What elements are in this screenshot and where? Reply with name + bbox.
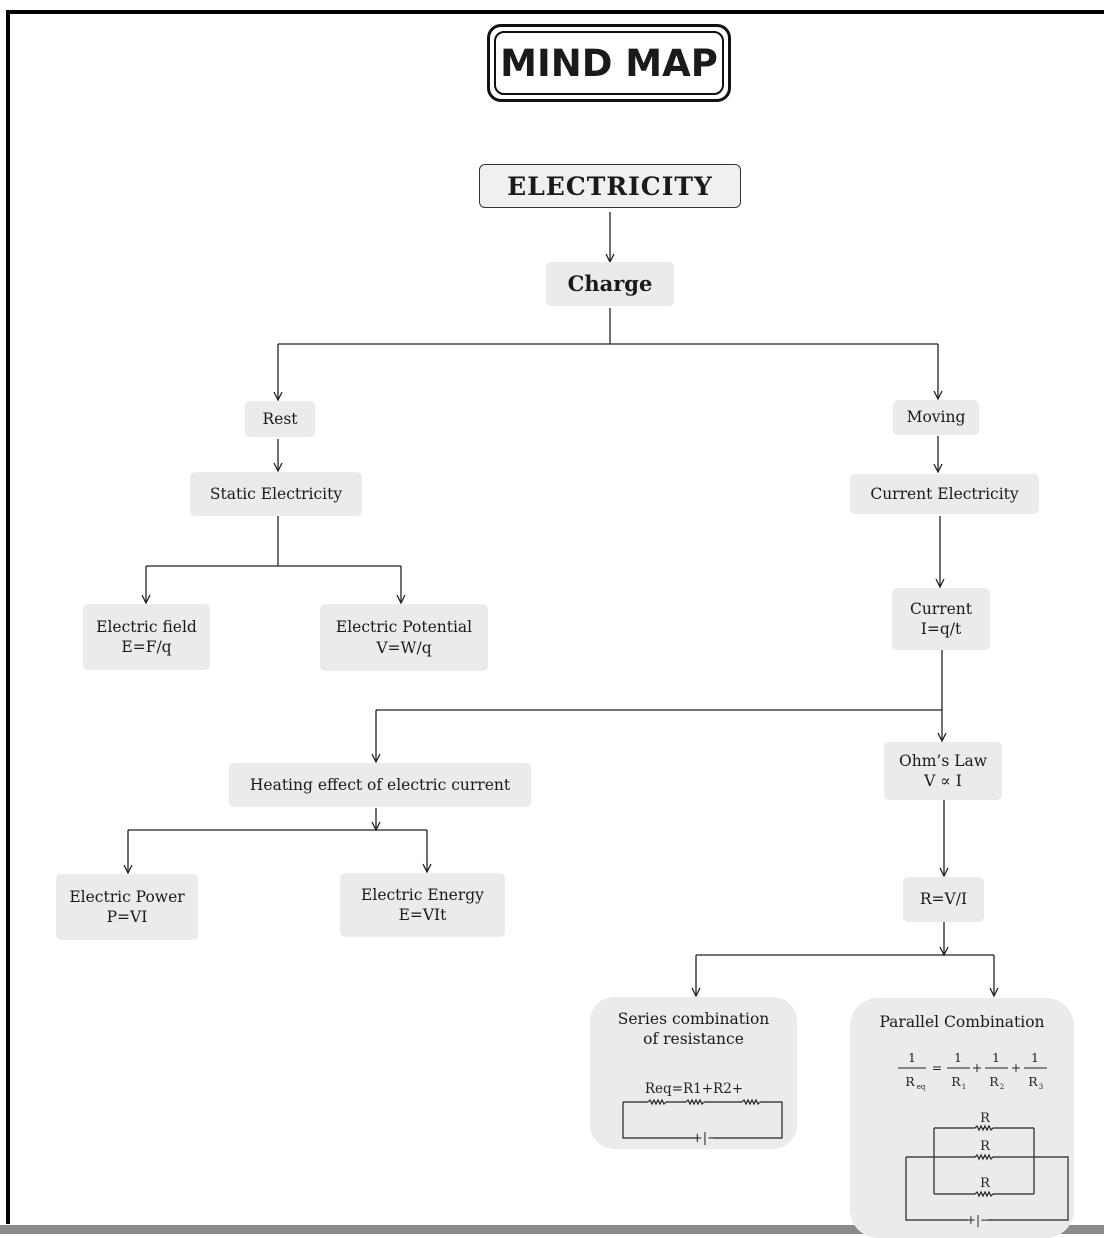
series-formula: Req=R1+R2+ — [645, 1081, 743, 1097]
frame-top-border — [6, 10, 1104, 14]
current-label: Current — [909, 599, 973, 618]
current-formula: I=q/t — [920, 620, 962, 638]
svg-text:R: R — [905, 1074, 915, 1089]
frame-left-border — [6, 10, 10, 1224]
ohms-law-formula: V ∝ I — [924, 772, 962, 790]
svg-text:1: 1 — [962, 1083, 966, 1091]
electric-energy-formula: E=VIt — [398, 906, 447, 924]
series-combination-node: Series combination of resistance — [590, 997, 797, 1149]
series-title-line1: Series combination — [617, 1010, 770, 1028]
electric-field-label: Electric field — [96, 617, 197, 636]
ohms-law-node: Ohm’s Law V ∝ I — [884, 742, 1002, 800]
electric-energy-node: Electric Energy E=VIt — [340, 873, 505, 937]
electric-field-formula: E=F/q — [121, 638, 172, 656]
electric-power-label: Electric Power — [69, 887, 185, 906]
svg-text:R: R — [989, 1074, 999, 1089]
svg-text:=: = — [932, 1060, 942, 1075]
svg-text:+: + — [972, 1060, 982, 1075]
svg-text:1: 1 — [992, 1050, 1000, 1065]
charge-node: Charge — [546, 262, 674, 306]
svg-text:1: 1 — [954, 1050, 962, 1065]
parallel-resistor-3-label: R — [980, 1176, 991, 1191]
frame-bottom-bar — [0, 1225, 1104, 1234]
static-electricity-node: Static Electricity — [190, 472, 362, 516]
electric-potential-formula: V=W/q — [376, 638, 432, 657]
svg-text:3: 3 — [1039, 1083, 1043, 1091]
electric-potential-label: Electric Potential — [335, 618, 473, 637]
current-node: Current I=q/t — [892, 588, 990, 650]
parallel-combination-node: Parallel Combination — [850, 998, 1074, 1238]
resistance-formula-node: R=V/I — [903, 877, 984, 922]
svg-text:eq: eq — [917, 1083, 926, 1091]
svg-text:R: R — [951, 1074, 961, 1089]
svg-text:+: + — [1011, 1060, 1021, 1075]
electric-field-node: Electric field E=F/q — [83, 604, 210, 670]
parallel-battery-label: +|− — [966, 1213, 990, 1227]
parallel-resistor-2-label: R — [980, 1139, 991, 1154]
parallel-resistor-1-label: R — [980, 1111, 991, 1126]
mind-map-title: MIND MAP — [494, 31, 724, 95]
svg-text:R: R — [1028, 1074, 1038, 1089]
electric-energy-label: Electric Energy — [361, 885, 484, 904]
series-circuit: Req=R1+R2+ +|− — [622, 1081, 783, 1146]
electric-potential-node: Electric Potential V=W/q — [320, 604, 488, 671]
electric-power-node: Electric Power P=VI — [56, 874, 198, 940]
electricity-root-node: ELECTRICITY — [479, 164, 741, 208]
electric-power-formula: P=VI — [106, 908, 148, 926]
mind-map-title-box: MIND MAP — [487, 24, 731, 102]
ohms-law-label: Ohm’s Law — [899, 751, 987, 770]
series-title-line2: of resistance — [643, 1030, 744, 1049]
current-electricity-node: Current Electricity — [850, 474, 1039, 514]
svg-text:1: 1 — [908, 1050, 916, 1065]
svg-text:2: 2 — [1000, 1083, 1004, 1091]
rest-node: Rest — [245, 401, 315, 437]
heating-effect-node: Heating effect of electric current — [229, 763, 531, 807]
parallel-title: Parallel Combination — [879, 1013, 1045, 1031]
parallel-circuit: R R R +|− — [905, 1111, 1069, 1227]
svg-text:1: 1 — [1031, 1050, 1039, 1065]
series-battery-label: +|− — [692, 1131, 718, 1146]
moving-node: Moving — [893, 400, 979, 435]
